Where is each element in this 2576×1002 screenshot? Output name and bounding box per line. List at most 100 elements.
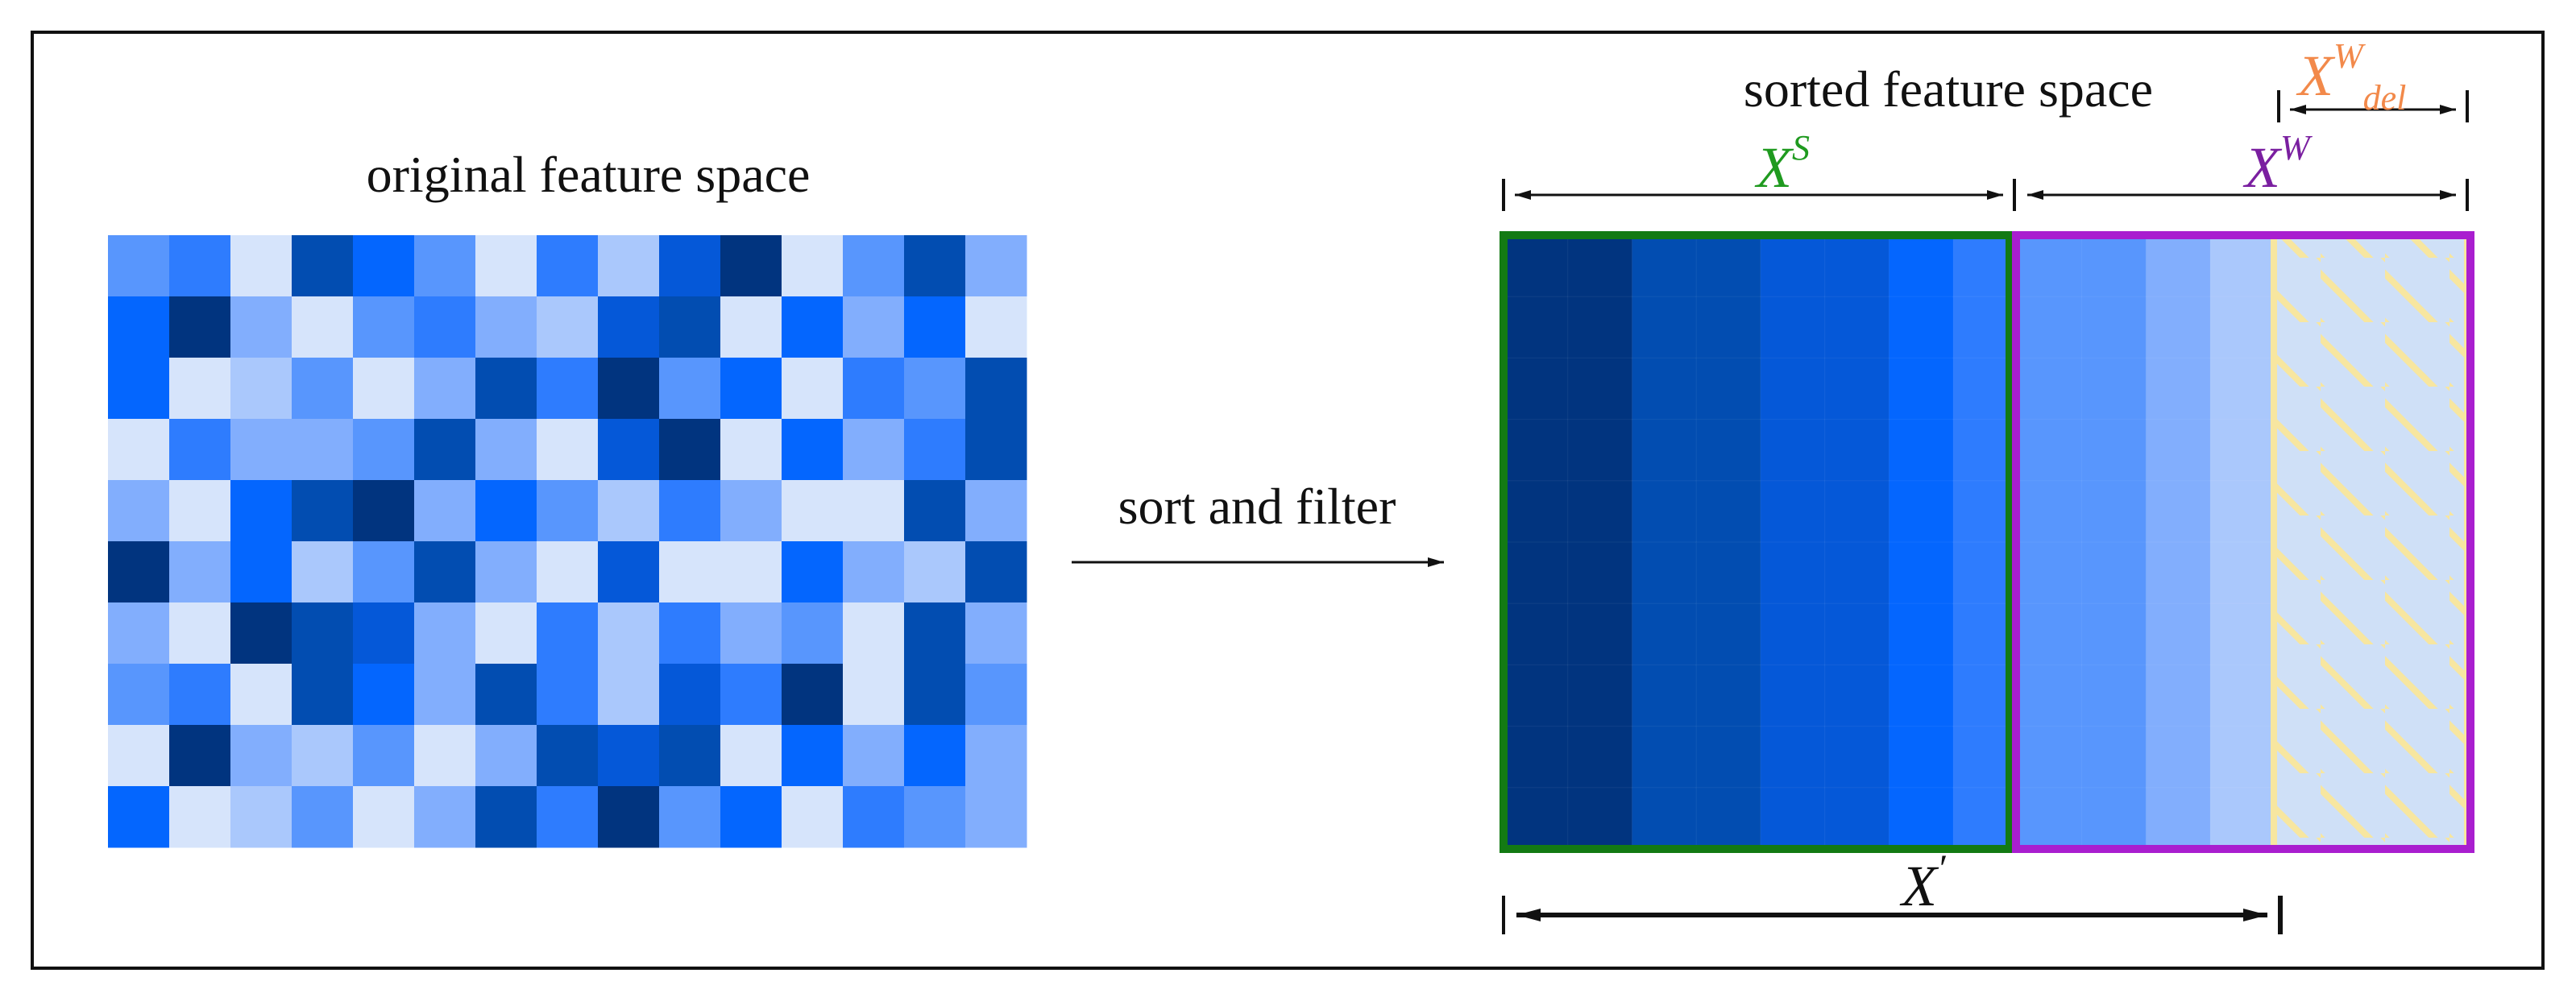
sorted-grid-cell [2209,357,2275,420]
original-grid-cell [965,602,1027,665]
original-grid-cell [414,725,476,787]
sorted-grid-cell [1567,419,1633,482]
original-grid-cell [230,786,292,848]
original-grid-cell [659,664,721,726]
sorted-grid-cell [2145,726,2212,789]
original-grid-cell [475,541,537,603]
original-grid-cell [659,602,721,665]
sorted-grid-cell [2145,419,2212,482]
original-grid-cell [904,786,966,848]
original-grid-cell [108,419,170,481]
original-grid-cell [537,725,599,787]
original-grid-cell [537,602,599,665]
original-grid-cell [414,296,476,358]
original-grid-cell [230,725,292,787]
sorted-grid-cell [2081,234,2147,298]
original-grid-cell [292,419,354,481]
original-grid-cell [108,296,170,358]
original-grid-cell [659,358,721,420]
original-grid-cell [720,480,782,542]
sorted-grid-cell [2017,480,2083,543]
original-grid-cell [965,786,1027,848]
xwdel-label: XWdel [2296,36,2406,118]
original-grid-cell [414,480,476,542]
sorted-grid-cell [1503,726,1569,789]
sorted-grid-cell [1760,419,1826,482]
original-grid-cell [169,602,231,665]
original-grid-cell [904,419,966,481]
original-grid-cell [475,358,537,420]
sorted-grid-cell [1888,602,1955,666]
sorted-grid-cell [2145,541,2212,605]
original-grid-cell [537,235,599,297]
sorted-grid-cell [1824,296,1890,359]
original-grid-cell [659,541,721,603]
original-grid-cell [169,296,231,358]
original-grid-cell [843,358,905,420]
sorted-grid-cell [1760,664,1826,727]
figure-frame [31,31,2545,970]
original-grid-cell [782,664,844,726]
sorted-grid-cell [2081,541,2147,605]
sorted-grid-cell [1760,787,1826,850]
sorted-grid-cell [1695,541,1761,605]
original-grid-cell [108,235,170,297]
original-grid-cell [475,480,537,542]
original-grid-cell [843,480,905,542]
sorted-grid-cell [2145,357,2212,420]
sorted-grid-cell [1760,602,1826,666]
original-grid-cell [414,602,476,665]
original-grid-cell [414,358,476,420]
original-grid-cell [782,419,844,481]
original-grid-cell [353,664,415,726]
sorted-grid-cell [1695,419,1761,482]
sorted-grid-cell [2145,664,2212,727]
original-grid-cell [292,235,354,297]
xw-weak-features-box [2012,231,2474,853]
original-grid-cell [904,541,966,603]
original-grid-cell [537,786,599,848]
original-grid-cell [169,664,231,726]
sorted-grid-cell [1888,726,1955,789]
original-grid-cell [720,602,782,665]
sorted-grid-cell [2081,726,2147,789]
sorted-grid-cell [2145,296,2212,359]
original-grid-cell [965,296,1027,358]
sorted-grid-cell [2209,480,2275,543]
sorted-grid-cell [2209,541,2275,605]
original-grid-cell [965,419,1027,481]
sorted-grid-cell [1503,234,1569,298]
sorted-grid-cell [1503,541,1569,605]
sorted-grid-cell [1631,726,1698,789]
original-grid-cell [598,541,660,603]
original-grid-cell [475,296,537,358]
original-grid-cell [230,664,292,726]
sorted-grid-cell [1888,541,1955,605]
original-grid-cell [475,235,537,297]
sort-filter-label: sort and filter [1118,478,1396,535]
xw-label: XW [2242,128,2313,200]
sorted-grid-cell [1824,726,1890,789]
original-grid-cell [965,235,1027,297]
sorted-grid-cell [1567,726,1633,789]
original-grid-cell [782,296,844,358]
original-grid-cell [720,786,782,848]
sorted-grid-cell [2209,234,2275,298]
sorted-grid-cell [1888,664,1955,727]
original-grid-cell [475,725,537,787]
sorted-grid-cell [1503,664,1569,727]
original-grid-cell [843,786,905,848]
sorted-grid-cell [1631,664,1698,727]
original-grid-cell [598,296,660,358]
original-grid-cell [904,235,966,297]
sorted-grid-cell [1503,296,1569,359]
original-grid-cell [720,725,782,787]
original-grid-cell [353,786,415,848]
sorted-grid-cell [1760,234,1826,298]
original-grid-cell [843,541,905,603]
original-grid-cell [169,358,231,420]
sorted-grid-cell [1760,296,1826,359]
original-grid-cell [108,541,170,603]
sorted-grid-cell [2145,602,2212,666]
